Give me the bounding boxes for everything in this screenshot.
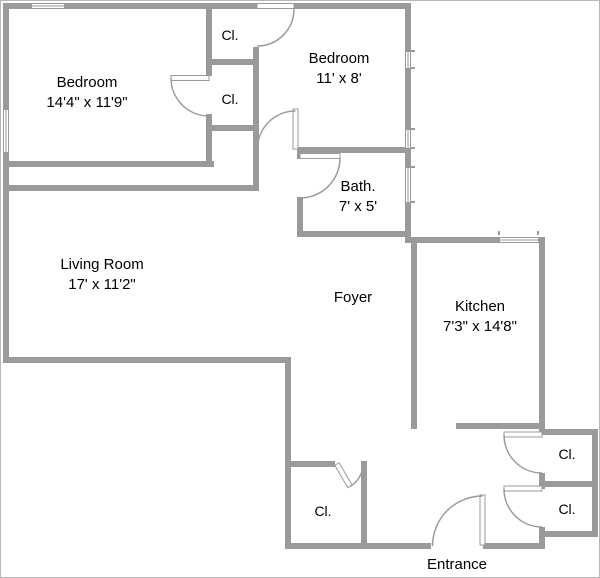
wall-segment: [3, 3, 9, 109]
wall-segment: [3, 161, 214, 167]
closet-label-top: Cl.: [221, 25, 238, 45]
windows: [3, 3, 539, 243]
door-leaf: [292, 108, 299, 150]
closet-text: Cl.: [314, 503, 332, 519]
room-name: Bedroom: [308, 50, 370, 67]
room-label-kitchen: Kitchen 7'3" x 14'8": [443, 297, 517, 337]
closet-label-right-b: Cl.: [558, 499, 575, 519]
door-bath: [299, 153, 341, 199]
room-dims: 11' x 8': [316, 70, 362, 87]
room-label-bath: Bath. 7' x 5': [339, 177, 377, 217]
walls: [3, 3, 598, 549]
wall-segment: [285, 543, 431, 549]
wall-segment: [405, 237, 499, 243]
door-arc: [349, 463, 364, 488]
door-leaf: [299, 153, 341, 159]
room-label-living-room: Living Room 17' x 11'2": [60, 255, 143, 295]
door-right-closet-a: [503, 431, 543, 474]
closet-label-hall: Cl.: [314, 501, 331, 521]
wall-segment: [206, 59, 259, 65]
wall-segment: [285, 461, 335, 467]
room-label-bedroom-1: Bedroom 14'4" x 11'9": [46, 73, 127, 113]
door-arc: [256, 8, 295, 47]
door-arc: [503, 488, 543, 528]
wall-segment: [361, 461, 367, 549]
door-arc: [170, 77, 210, 117]
door-arc: [256, 110, 296, 150]
wall-segment: [297, 231, 405, 237]
wall-segment: [65, 3, 411, 9]
room-name: Foyer: [333, 289, 373, 306]
wall-segment: [545, 481, 592, 487]
door-entrance: [431, 494, 486, 547]
wall-segment: [539, 429, 598, 435]
wall-segment: [405, 3, 411, 51]
wall-segment: [539, 237, 545, 429]
room-name: Bath.: [340, 178, 376, 195]
wall-segment: [539, 473, 545, 489]
wall-segment: [253, 3, 259, 9]
room-dims: 7' x 5': [338, 198, 378, 215]
closet-label-second: Cl.: [221, 89, 238, 109]
room-label-entrance: Entrance: [427, 555, 487, 575]
door-top-closet: [256, 3, 295, 47]
closet-label-right-a: Cl.: [558, 444, 575, 464]
wall-segment: [405, 203, 411, 243]
door-leaf: [170, 75, 210, 81]
room-name: Living Room: [60, 256, 144, 273]
wall-segment: [405, 149, 411, 167]
wall-segment: [539, 527, 545, 549]
wall-segment: [539, 531, 598, 537]
door-bedroom2: [256, 108, 299, 150]
door-arc: [503, 434, 543, 474]
door-arc: [431, 495, 483, 547]
wall-segment: [206, 3, 212, 76]
room-label-bedroom-2: Bedroom 11' x 8': [309, 49, 370, 89]
room-dims: 7'3" x 14'8": [443, 318, 517, 335]
room-name: Kitchen: [454, 298, 506, 315]
wall-segment: [3, 3, 31, 9]
wall-segment: [206, 125, 259, 131]
closet-text: Cl.: [558, 501, 576, 517]
closet-text: Cl.: [221, 27, 239, 43]
window-sill-ticks: [411, 50, 539, 235]
room-name: Bedroom: [56, 74, 118, 91]
door-second-closet: [170, 75, 210, 117]
wall-segment: [253, 47, 259, 191]
room-name: Entrance: [426, 556, 488, 573]
closet-text: Cl.: [221, 91, 239, 107]
wall-segment: [3, 357, 291, 363]
closet-text: Cl.: [558, 446, 576, 462]
wall-segment: [592, 429, 598, 537]
wall-segment: [285, 357, 291, 467]
door-leaf: [503, 431, 543, 438]
wall-segment: [297, 147, 405, 153]
wall-segment: [3, 185, 256, 191]
room-label-foyer: Foyer: [334, 288, 372, 308]
wall-segment: [3, 153, 9, 363]
wall-segment: [297, 197, 303, 237]
wall-segment: [456, 423, 539, 429]
wall-segment: [405, 69, 411, 129]
doors: [170, 3, 543, 547]
room-dims: 14'4" x 11'9": [46, 94, 128, 111]
door-leaf: [334, 462, 353, 489]
room-dims: 17' x 11'2": [68, 276, 136, 293]
door-leaf: [503, 485, 543, 492]
wall-segment: [206, 114, 212, 167]
door-leaf: [256, 3, 295, 9]
door-hall-closet: [334, 462, 364, 489]
door-leaf: [479, 494, 486, 546]
door-arc: [299, 157, 341, 199]
wall-segment: [411, 243, 417, 429]
wall-segment: [483, 543, 545, 549]
wall-segment: [285, 461, 291, 549]
door-right-closet-b: [503, 485, 543, 528]
